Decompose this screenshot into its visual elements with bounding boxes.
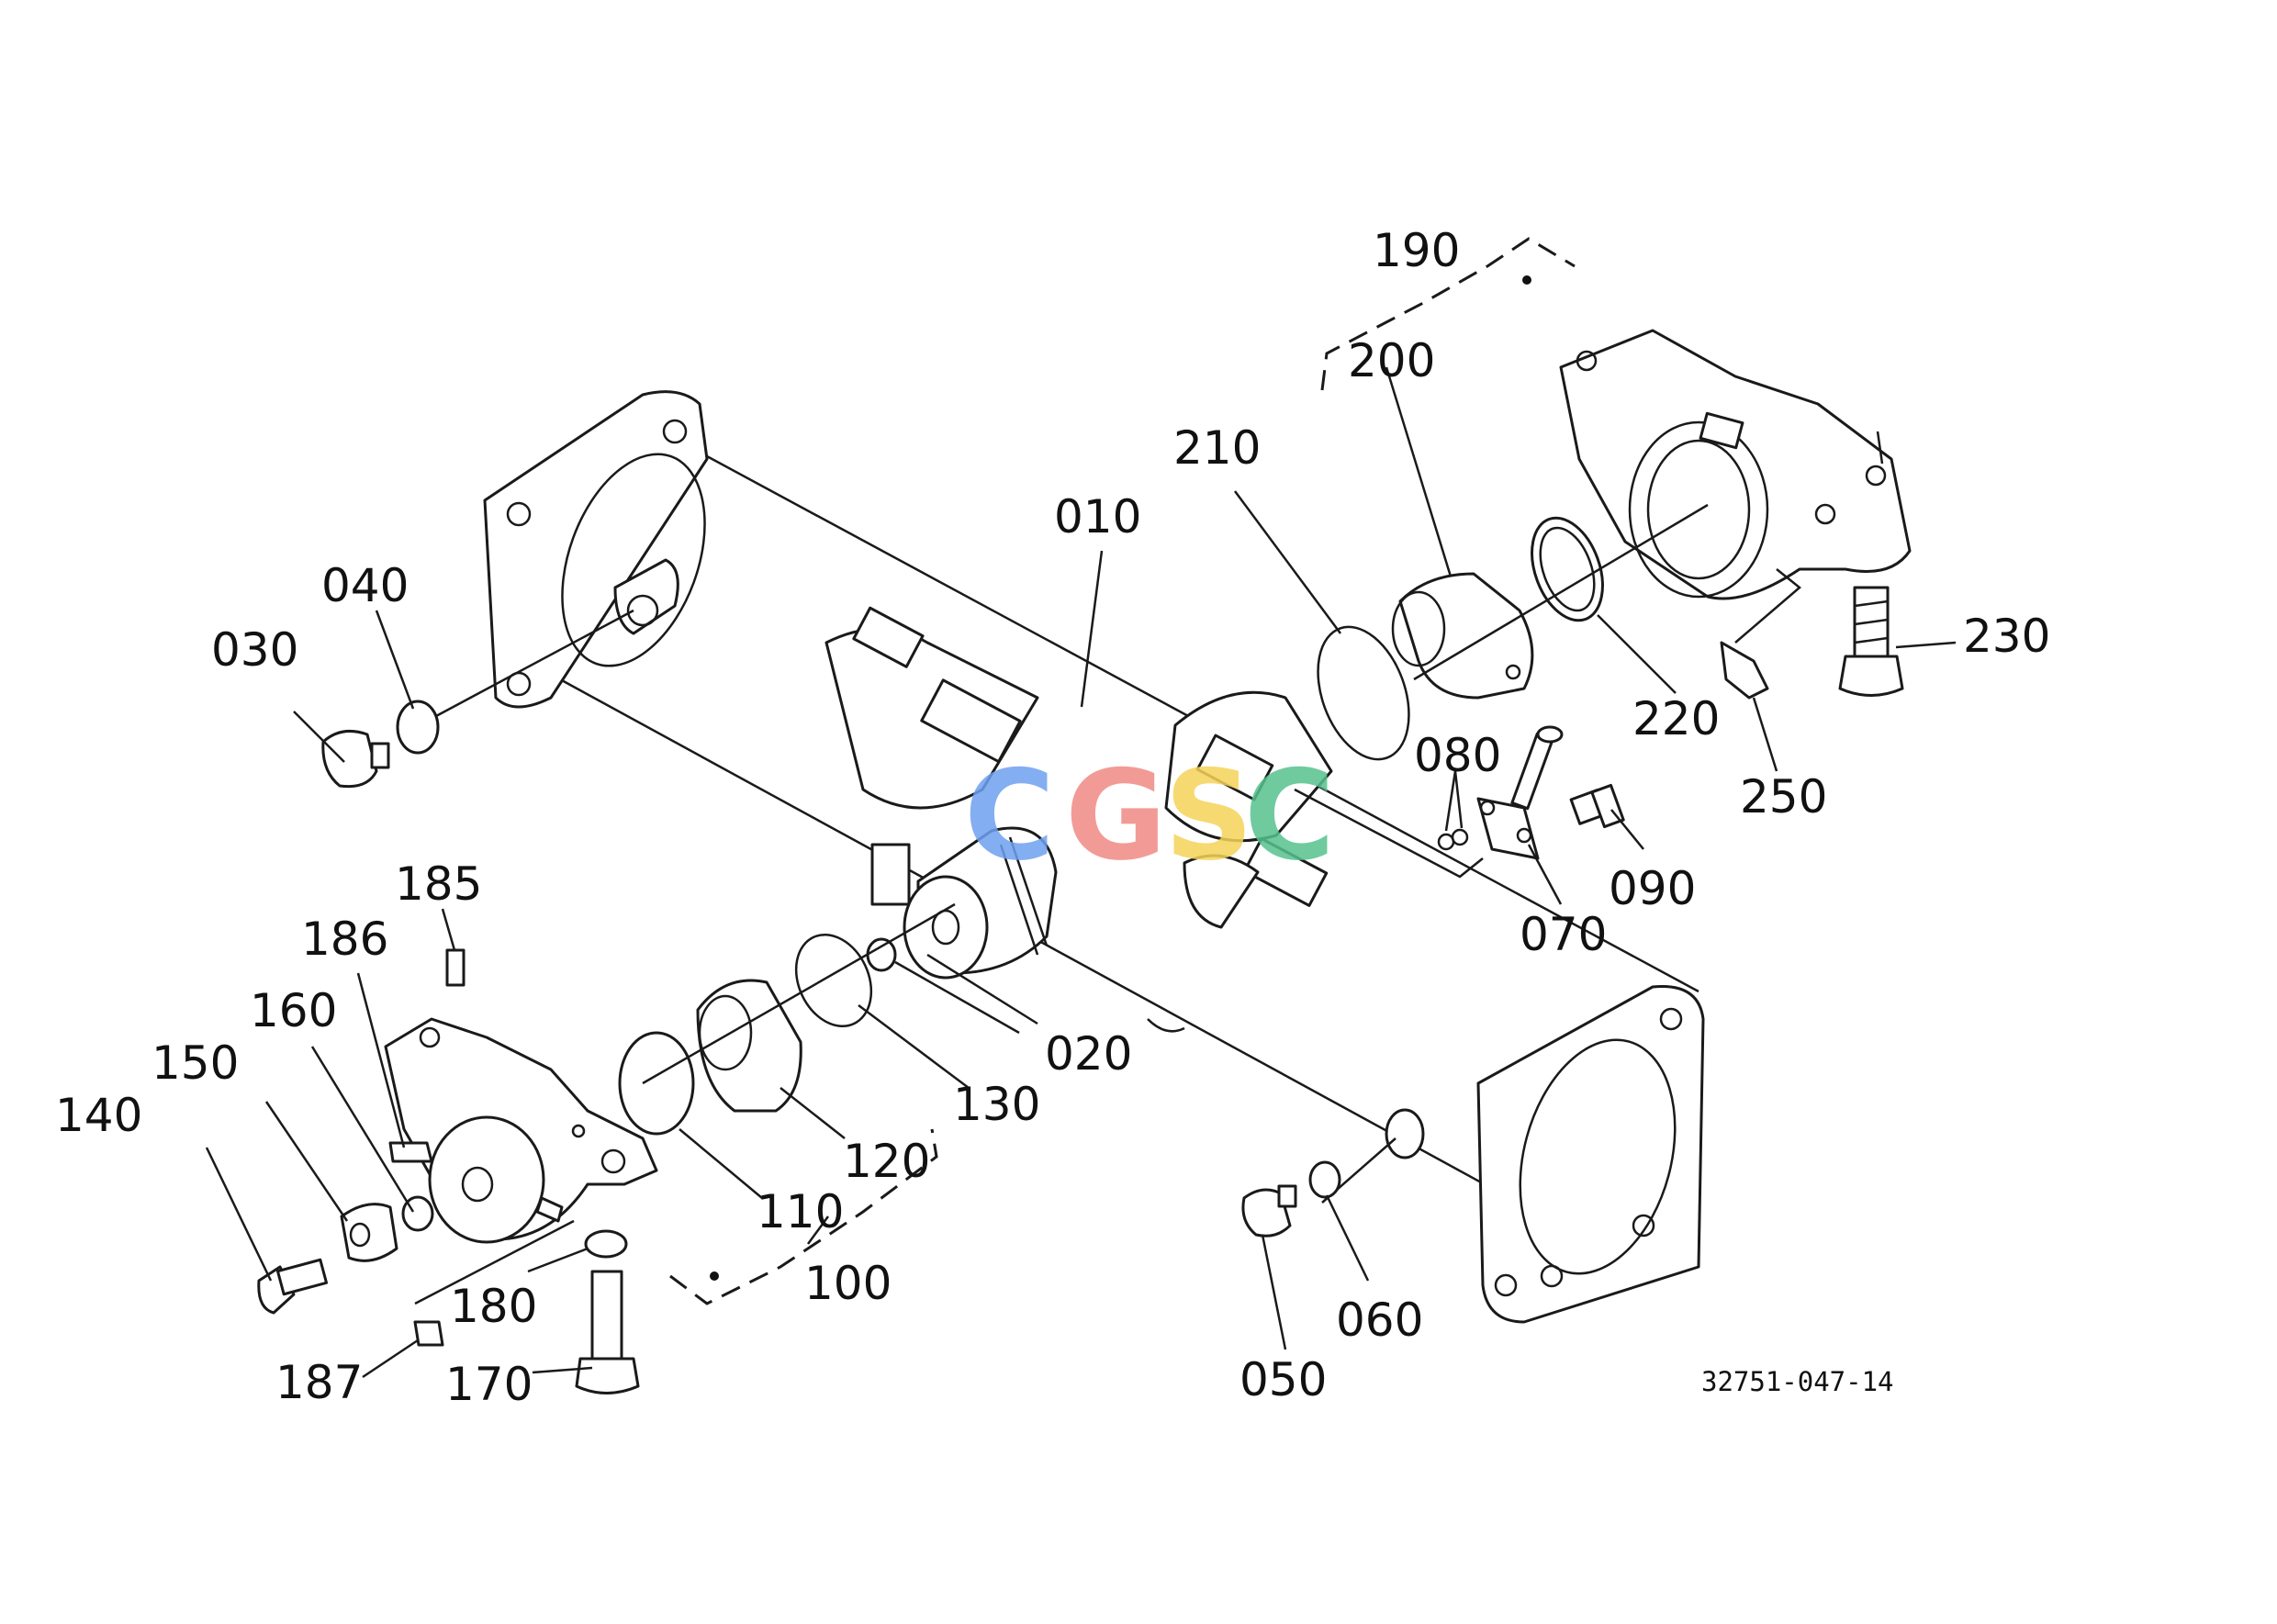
callout-210: 210 [1173,421,1261,475]
assembly-axis-left [642,902,956,1085]
bearing-housing-190 [1559,329,1912,600]
bushing-120 [696,979,802,1113]
plug-050 [1241,1184,1297,1238]
callout-130: 130 [953,1078,1040,1131]
pin-185 [445,948,465,987]
washer-040 [396,700,440,755]
plug-030 [321,729,390,789]
plug-187-guide [414,1219,575,1305]
watermark-letter-s: S [1164,744,1253,888]
bearing-200 [1391,572,1534,700]
o-rings-080 [1437,828,1469,851]
callout-185: 185 [395,857,482,911]
o-ring-130 [794,933,873,1028]
plug-030-axis [435,609,634,718]
callout-090: 090 [1609,862,1696,915]
plug-187 [413,1320,444,1347]
callout-230: 230 [1963,610,2050,663]
callout-180: 180 [450,1280,537,1333]
callout-150: 150 [151,1036,239,1090]
callout-020: 020 [1045,1027,1132,1081]
spacer-020 [866,937,897,972]
callout-190: 190 [1373,224,1460,277]
callout-100: 100 [804,1257,892,1310]
bracket-100 [384,1017,658,1244]
plug-186 [388,1141,433,1163]
callout-200: 200 [1348,334,1435,387]
callout-060: 060 [1336,1294,1423,1347]
callout-120: 120 [843,1135,930,1188]
watermark-letter-c1: C [964,744,1055,888]
watermark-letter-c2: C [1244,744,1335,888]
callout-187: 187 [275,1356,363,1409]
leader-lines [205,366,1957,1379]
callout-040: 040 [321,559,409,612]
fitting-guide-line [1294,788,1484,879]
callout-140: 140 [55,1089,142,1142]
bolt-170 [575,1270,640,1394]
callout-186: 186 [301,913,388,966]
callout-050: 050 [1239,1353,1327,1406]
o-ring-210 [1317,625,1410,761]
group-dot-190 [1522,275,1531,285]
breather-fitting-070 [1476,725,1564,860]
callout-080: 080 [1414,729,1501,782]
callout-250: 250 [1740,770,1827,823]
callout-labels: 010 020 030 040 050 060 070 080 090 100 … [55,224,2050,1411]
washer-180 [584,1229,628,1259]
callout-220: 220 [1632,692,1720,745]
callout-160: 160 [250,984,337,1037]
cover-110 [618,1031,695,1136]
bolt-140 [257,1258,329,1315]
seal-220 [1531,516,1604,622]
assembly-axis-right [1413,503,1709,681]
watermark-letter-g: G [1065,744,1167,888]
grease-nipple-250 [1720,568,1801,700]
washer-150 [340,1203,398,1262]
drawing-reference-number: 32751-047-14 [1701,1366,1894,1397]
callout-070: 070 [1520,908,1607,961]
group-bracket-100 [669,1128,938,1305]
callout-110: 110 [757,1185,844,1238]
washer-060 [1308,1160,1341,1199]
group-dot-100 [710,1271,719,1281]
callout-030: 030 [211,623,298,677]
axle-housing-010 [483,390,1705,1324]
callout-010: 010 [1054,490,1141,543]
callout-170: 170 [445,1358,533,1411]
plug-090 [1569,783,1625,829]
bolt-230 [1838,586,1904,697]
watermark: C G S C [964,744,1335,888]
